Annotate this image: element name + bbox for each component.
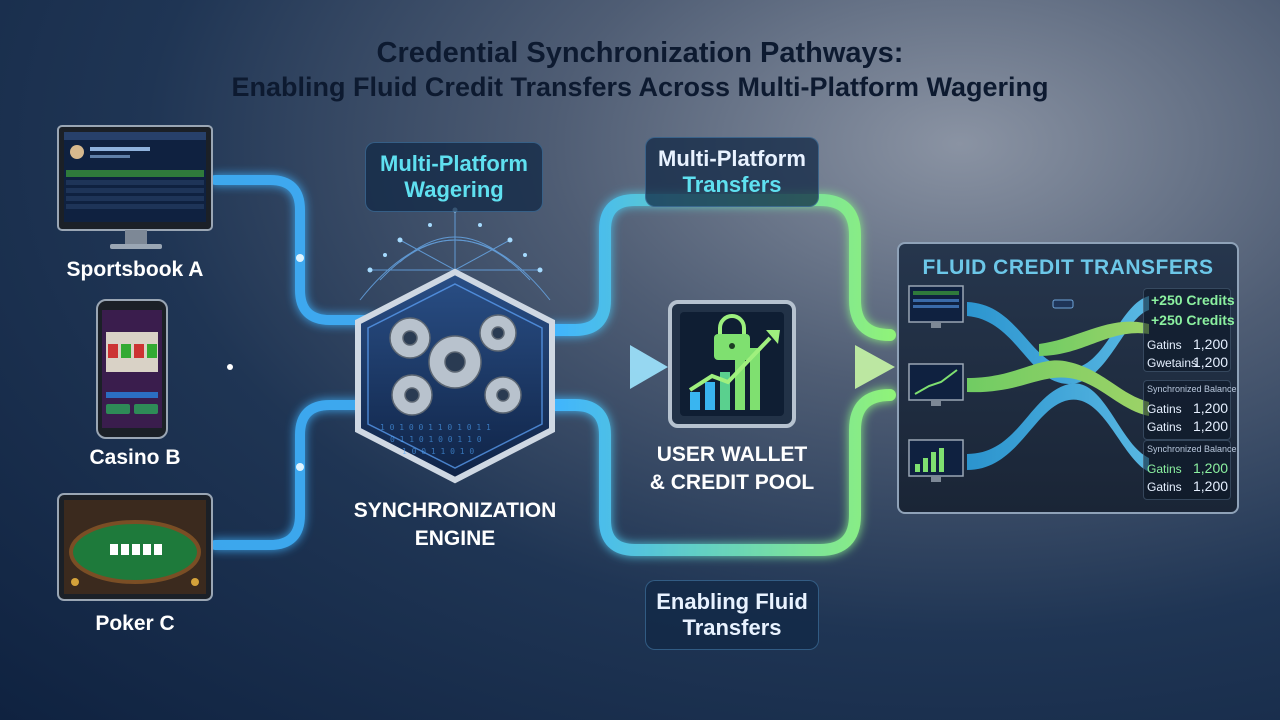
sportsbook-desktop-icon	[57, 125, 213, 249]
pill-multi-platform-transfers: Multi-Platform Transfers	[645, 137, 819, 207]
wallet-label: USER WALLET & CREDIT POOL	[632, 441, 832, 497]
balance-row-label: Gatins	[1147, 462, 1182, 476]
mini-tag	[1052, 299, 1074, 309]
group-heading: Synchronized Balance	[1147, 384, 1237, 394]
casino-phone-icon	[96, 299, 168, 439]
balance-group-1	[1143, 288, 1231, 372]
balance-row-value: 1,200	[1193, 336, 1229, 352]
fan-flows	[967, 296, 1149, 472]
pill-line: Transfers	[682, 172, 782, 197]
arrow-head-engine-wallet	[630, 345, 668, 389]
balance-row-value: 1,200	[1193, 400, 1229, 416]
title-line-2: Enabling Fluid Credit Transfers Across M…	[231, 72, 1049, 102]
tube-sportsbook-to-engine	[210, 175, 375, 325]
arrow-head-wallet-panel	[855, 345, 895, 389]
pill-line: Multi-Platform	[658, 146, 806, 171]
pill-enabling-fluid-transfers: Enabling Fluid Transfers	[645, 580, 819, 650]
credits-line-1: +250 Credits	[1151, 292, 1235, 308]
tube-engine-to-panel-top	[544, 194, 896, 341]
device-label-casino: Casino B	[89, 446, 181, 469]
engine-label: SYNCHRONIZATION ENGINE	[335, 497, 575, 553]
balance-row-value: 1,200	[1193, 460, 1229, 476]
fluid-credit-transfers-panel: FLUID CREDIT TRANSFERS	[897, 242, 1239, 514]
pill-multi-platform-wagering: Multi-Platform Wagering	[365, 142, 543, 212]
flow-node	[296, 254, 304, 262]
pill-line: Transfers	[682, 615, 782, 640]
binary-texture: 1 0 1 0 0 1 1 0 1 0 1 1 0 1 1 0 1 0 0 1 …	[380, 423, 491, 456]
balance-row-value: 1,200	[1193, 418, 1229, 434]
growth-chart-icon	[688, 330, 780, 410]
tube-poker-to-engine	[210, 400, 375, 550]
panel-flow-graphic	[908, 285, 1149, 482]
pill-line: Multi-Platform	[380, 151, 528, 176]
credits-line-2: +250 Credits	[1151, 312, 1235, 328]
mini-monitor-icon	[908, 285, 964, 328]
wallet-box	[668, 300, 796, 428]
gears-icon	[389, 314, 522, 416]
mini-monitor-icon	[908, 439, 964, 482]
pill-line: Wagering	[404, 177, 504, 202]
engine-label-line-1: SYNCHRONIZATION	[353, 499, 557, 522]
flow-node	[296, 463, 304, 471]
balance-group-3	[1143, 440, 1231, 500]
title-line-1: Credential Synchronization Pathways:	[376, 37, 904, 69]
flow-node	[227, 364, 233, 370]
group-heading: Synchronized Balance	[1147, 444, 1237, 454]
device-label-poker: Poker C	[95, 612, 175, 635]
diagram-title: Credential Synchronization Pathways: Ena…	[0, 36, 1280, 104]
device-label-sportsbook: Sportsbook A	[66, 258, 204, 281]
lock-icon	[714, 314, 750, 360]
balance-row-label: Gatins	[1147, 480, 1182, 494]
svg-text:1 0 1 0 0 1 1 0 1 0 1 1: 1 0 1 0 0 1 1 0 1 0 1 1	[380, 423, 491, 432]
panel-title: FLUID CREDIT TRANSFERS	[922, 256, 1214, 279]
tube-engine-to-panel-bottom	[544, 389, 896, 556]
engine-label-line-2: ENGINE	[414, 527, 496, 550]
svg-text:0 1 1 0 1 0 0 1 1 0: 0 1 1 0 1 0 0 1 1 0	[390, 435, 482, 444]
pill-line: Enabling Fluid	[656, 589, 808, 614]
balance-row-value: 1,200	[1193, 354, 1229, 370]
balance-row-label: Gwetains	[1147, 356, 1198, 370]
balance-group-2	[1143, 380, 1231, 440]
balance-row-label: Gatins	[1147, 420, 1182, 434]
wallet-label-line-2: & CREDIT POOL	[649, 471, 815, 494]
poker-tablet-icon	[57, 493, 213, 601]
wallet-label-line-1: USER WALLET	[656, 443, 808, 466]
mini-monitor-icon	[908, 363, 964, 406]
balance-row-label: Gatins	[1147, 338, 1182, 352]
balance-row-label: Gatins	[1147, 402, 1182, 416]
svg-text:1 0 0 1 1 0 1 0: 1 0 0 1 1 0 1 0	[402, 447, 474, 456]
balance-row-value: 1,200	[1193, 478, 1229, 494]
